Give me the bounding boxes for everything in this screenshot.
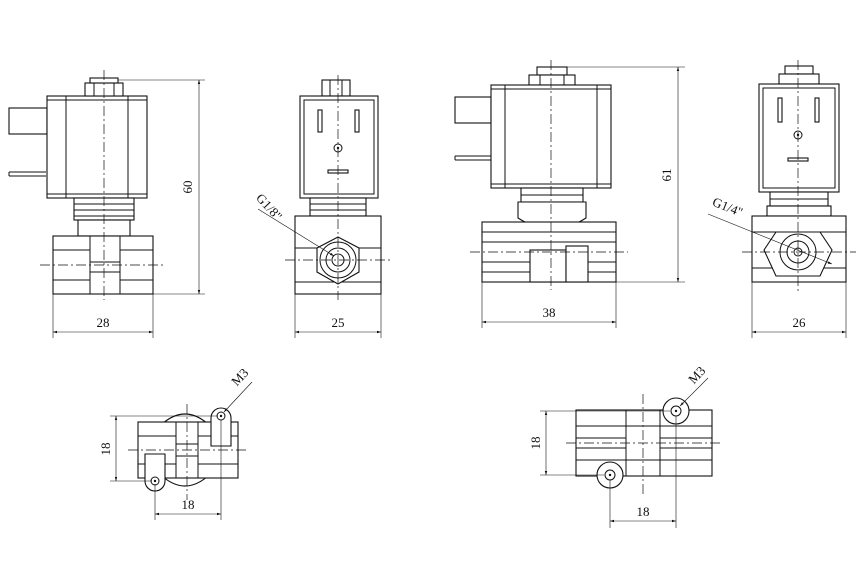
width-dim-text: 28 <box>97 315 110 330</box>
height-dim-text: 18 <box>98 443 113 456</box>
width-dim-text: 26 <box>793 315 807 330</box>
screw-label-text: M3 <box>228 365 251 388</box>
valve-front-view-large: G1/4" 26 <box>707 60 856 338</box>
width-dim-text: 38 <box>543 305 556 320</box>
valve-front-view-small: G1/8" 25 <box>253 75 390 338</box>
screw-label-text: M3 <box>685 363 708 386</box>
valve-side-view-small: 60 28 <box>8 70 205 338</box>
mounting-view-small: M3 18 18 <box>98 365 253 520</box>
valve-side-view-large: 61 38 <box>454 60 685 328</box>
thread-label-text: G1/4" <box>710 194 745 220</box>
width-dim-text: 18 <box>637 504 650 519</box>
height-dim-text: 18 <box>528 437 543 450</box>
width-dim-text: 25 <box>332 315 345 330</box>
mounting-view-large: M3 18 18 <box>528 363 722 528</box>
thread-label-text: G1/8" <box>253 190 285 223</box>
height-dim-text: 61 <box>659 169 674 182</box>
width-dim-text: 18 <box>182 497 195 512</box>
height-dim-text: 60 <box>180 181 195 194</box>
